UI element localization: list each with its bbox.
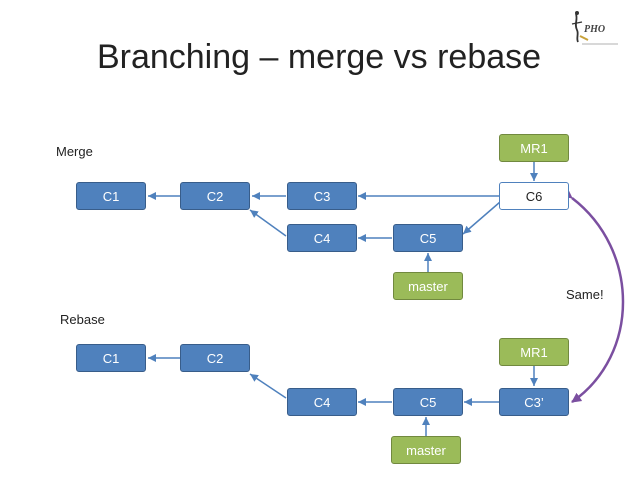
merge-ref-master: master <box>393 272 463 300</box>
merge-commit-c3: C3 <box>287 182 357 210</box>
rebase-commit-c2: C2 <box>180 344 250 372</box>
same-arc <box>561 188 625 404</box>
rebase-ref-master: master <box>391 436 461 464</box>
rebase-commit-c5: C5 <box>393 388 463 416</box>
hand-drawn-figure-logo-icon <box>571 11 618 45</box>
merge-commit-c2: C2 <box>180 182 250 210</box>
edge-rebase-c4-c2 <box>249 373 287 399</box>
rebase-label: Rebase <box>60 312 105 327</box>
rebase-commit-c4: C4 <box>287 388 357 416</box>
edge-merge-c6-c5 <box>462 201 501 235</box>
edge-merge-c4-c2 <box>249 209 287 237</box>
rebase-commit-c3-prime: C3’ <box>499 388 569 416</box>
slide-title: Branching – merge vs rebase <box>96 38 542 76</box>
merge-label: Merge <box>56 144 93 159</box>
merge-commit-c1: C1 <box>76 182 146 210</box>
rebase-ref-mr1: MR1 <box>499 338 569 366</box>
logo-text: PHO <box>584 24 606 35</box>
rebase-commit-c1: C1 <box>76 344 146 372</box>
merge-ref-mr1: MR1 <box>499 134 569 162</box>
merge-commit-c4: C4 <box>287 224 357 252</box>
merge-commit-c5: C5 <box>393 224 463 252</box>
merge-commit-c6: C6 <box>499 182 569 210</box>
